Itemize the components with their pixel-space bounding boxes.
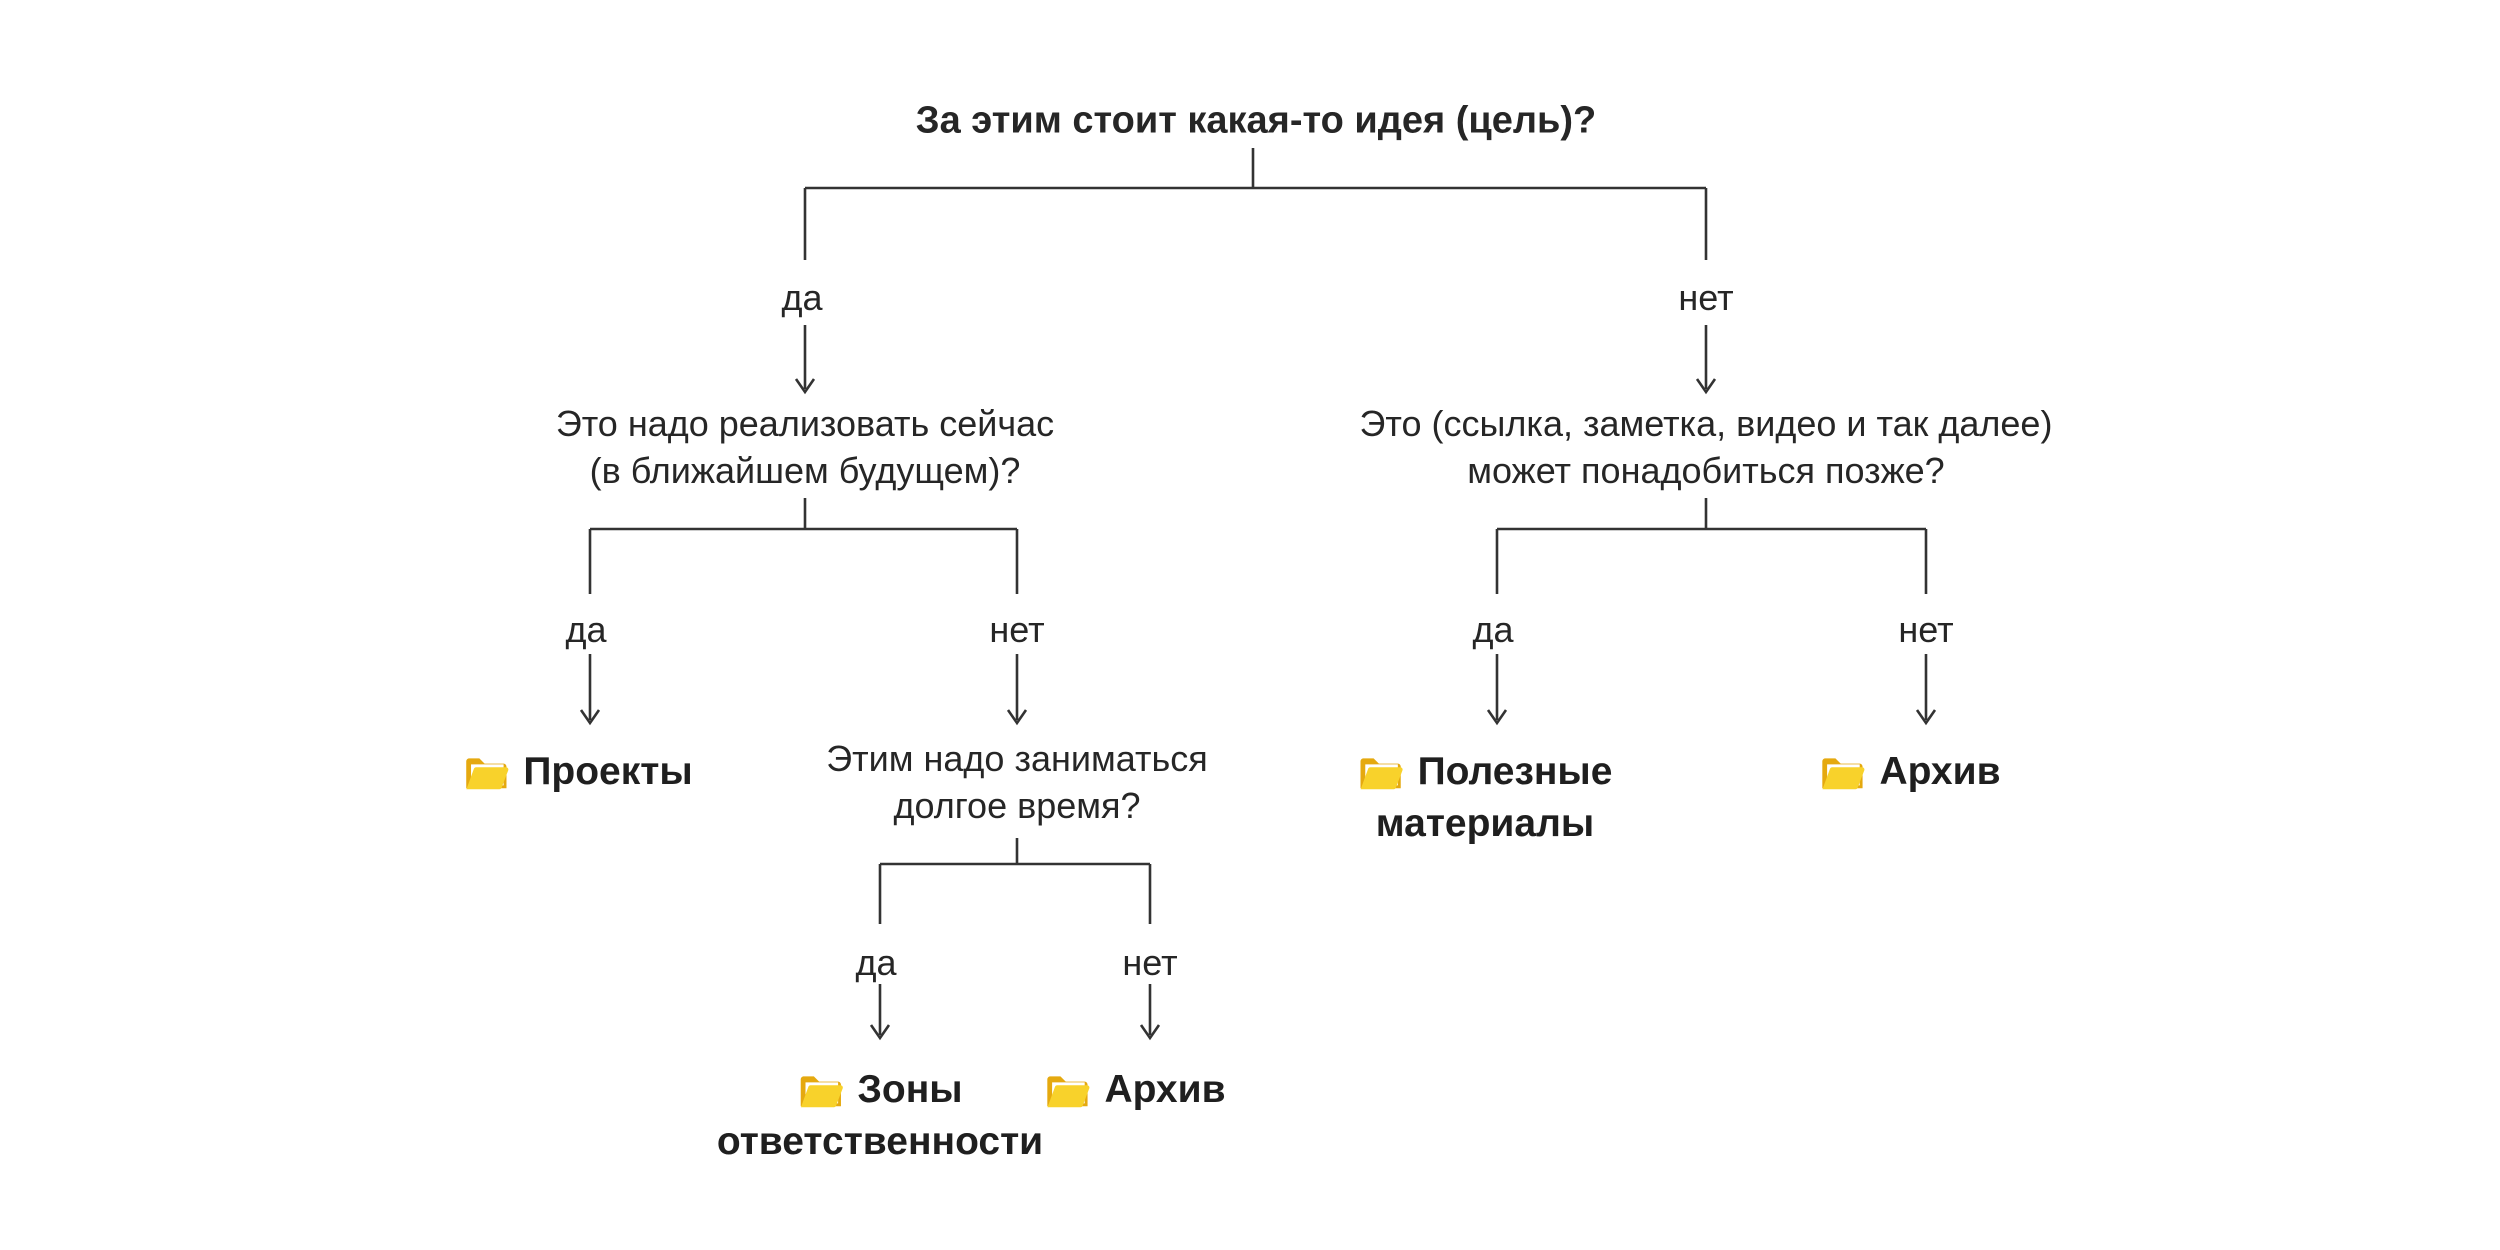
edge-label-no: нет [1678, 277, 1734, 318]
question-needed-later: Это (ссылка, заметка, видео и так далее)… [1360, 400, 2053, 494]
leaf-archive-left: Архив [1044, 1068, 1226, 1112]
question-realize-now: Это надо реализовать сейчас (в ближайшем… [556, 400, 1054, 494]
leaf-projects: Проекты [463, 750, 693, 794]
edge-label-no: нет [1898, 609, 1954, 650]
leaf-useful-materials: Полезные материалы [1358, 746, 1613, 850]
open-folder-icon [800, 1076, 843, 1108]
leaf-label-line: Полезные [1417, 750, 1613, 793]
edge-label-yes: да [1472, 609, 1514, 650]
open-folder-icon [1822, 758, 1865, 790]
question-line: долгое время? [893, 785, 1141, 826]
leaf-label: Проекты [523, 750, 693, 793]
question-line: может понадобиться позже? [1467, 450, 1945, 491]
leaf-label-line: Зоны [857, 1068, 963, 1111]
edge-label-yes: да [855, 942, 897, 983]
leaf-label-line: ответственности [716, 1120, 1044, 1163]
question-long-time: Этим надо заниматься долгое время? [826, 735, 1207, 829]
leaf-archive-right: Архив [1819, 750, 2001, 794]
edge-label-no: нет [1122, 942, 1178, 983]
leaf-label: Архив [1879, 750, 2001, 793]
edge-label-no: нет [989, 609, 1045, 650]
root-question: За этим стоит какая-то идея (цель)? [915, 99, 1597, 142]
question-line: Это (ссылка, заметка, видео и так далее) [1359, 403, 2053, 444]
question-line: (в ближайшем будущем)? [589, 450, 1021, 491]
leaf-label: Архив [1104, 1068, 1226, 1111]
question-line: Это надо реализовать сейчас [555, 403, 1055, 444]
open-folder-icon [1047, 1076, 1090, 1108]
leaf-label-line: материалы [1375, 802, 1595, 845]
connector-lines [588, 148, 1928, 1035]
question-line: Этим надо заниматься [826, 738, 1208, 779]
edge-label-yes: да [565, 609, 607, 650]
edge-label-yes: да [781, 277, 823, 318]
leaf-areas-of-responsibility: Зоны ответственности [717, 1064, 1043, 1168]
open-folder-icon [466, 758, 509, 790]
open-folder-icon [1360, 758, 1403, 790]
arrow-heads [579, 378, 1937, 1041]
